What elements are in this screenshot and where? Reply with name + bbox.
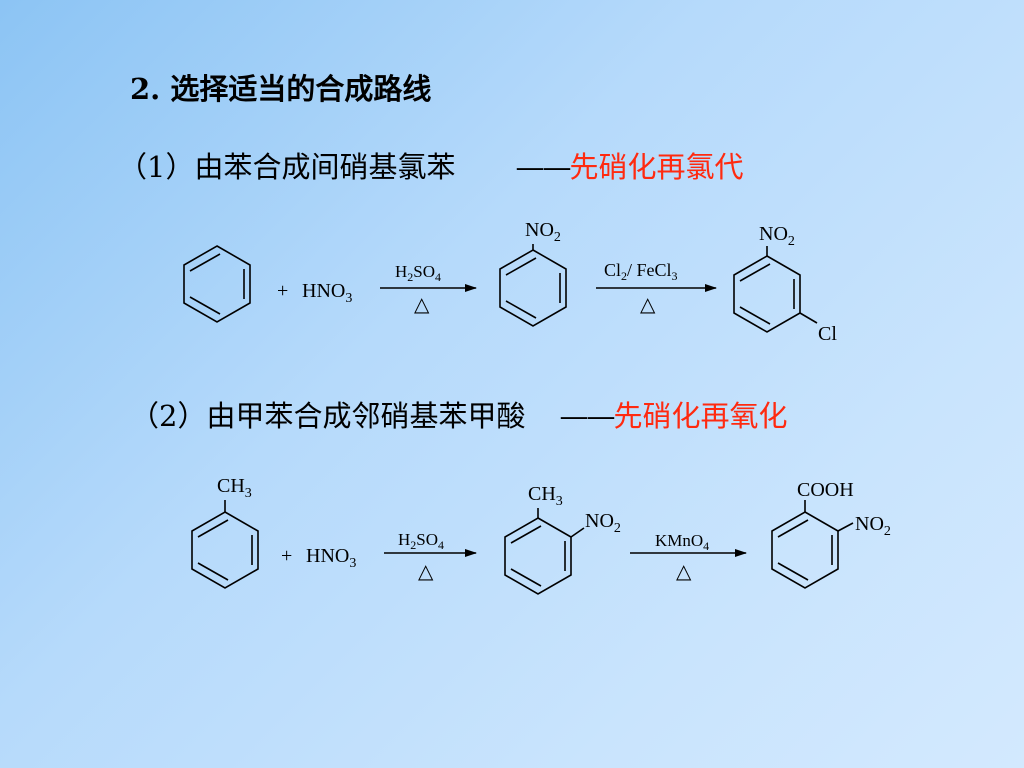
- nitro-group-label-2: NO2: [759, 223, 795, 249]
- sulfuric-acid-label-2: H2SO4: [398, 530, 444, 552]
- route-2-label: （2）由甲苯合成邻硝基苯甲酸: [130, 399, 526, 433]
- chloro-group-label: Cl: [818, 323, 837, 345]
- plus-sign-1: +: [277, 280, 288, 302]
- sulfuric-acid-label-1: H2SO4: [395, 262, 441, 284]
- route-2-dash: ——: [559, 399, 615, 433]
- permanganate-label: KMnO4: [655, 531, 709, 553]
- methyl-group-label-2: CH3: [528, 483, 563, 509]
- scheme-2-labels: CH3 + HNO3 H2SO4 △ CH3 NO2 KMnO4 △ COOH …: [217, 475, 891, 583]
- route-1-label: （1）由苯合成间硝基氯苯: [118, 150, 456, 184]
- chlorine-catalyst-label: Cl2/ FeCl3: [604, 260, 678, 283]
- o-nitrobenzoic-acid-ring: [771, 500, 854, 589]
- route-1-heading: （1）由苯合成间硝基氯苯 ——先硝化再氯代: [118, 144, 743, 186]
- scheme-2: [191, 500, 854, 595]
- route-1-dash: ——: [515, 150, 571, 184]
- route-2-answer: 先硝化再氧化: [613, 399, 788, 433]
- route-1-answer: 先硝化再氯代: [569, 150, 744, 184]
- nitro-group-label-4: NO2: [855, 513, 891, 539]
- carboxyl-group-label: COOH: [797, 479, 854, 501]
- nitric-acid-label-2: HNO3: [306, 545, 356, 571]
- nitro-group-label-1: NO2: [525, 219, 561, 245]
- nitrobenzene-ring: [499, 244, 567, 327]
- nitro-group-label-3: NO2: [585, 510, 621, 536]
- slide-title: 2. 选择适当的合成路线: [130, 72, 432, 106]
- m-chloronitrobenzene-ring: [733, 246, 818, 333]
- plus-sign-2: +: [281, 545, 292, 567]
- heat-symbol-2a: △: [418, 561, 434, 583]
- o-nitrotoluene-ring: [504, 508, 585, 595]
- heat-symbol-2b: △: [676, 561, 692, 583]
- heat-symbol-1b: △: [640, 294, 656, 316]
- scheme-1: [183, 244, 818, 333]
- methyl-group-label-1: CH3: [217, 475, 252, 501]
- heat-symbol-1a: △: [414, 294, 430, 316]
- route-2-heading: （2）由甲苯合成邻硝基苯甲酸 ——先硝化再氧化: [130, 393, 787, 435]
- benzene-ring: [183, 245, 251, 323]
- scheme-1-labels: + HNO3 H2SO4 △ NO2 Cl2/ FeCl3 △ NO2 Cl: [277, 219, 837, 345]
- toluene-ring: [191, 500, 259, 589]
- nitric-acid-label-1: HNO3: [302, 280, 352, 306]
